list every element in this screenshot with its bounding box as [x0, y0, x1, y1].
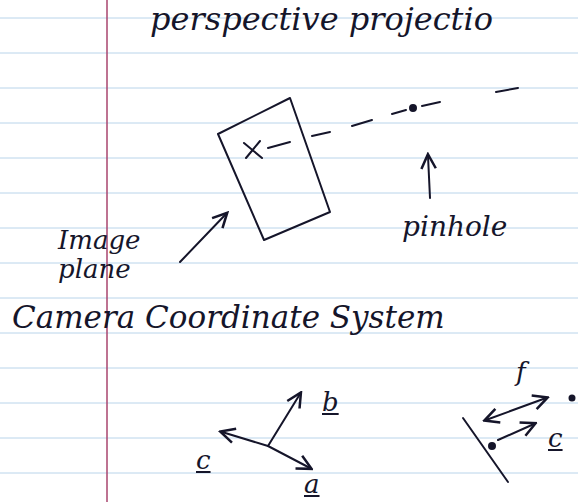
page-heading: perspective projectio — [150, 2, 493, 37]
axis-label: c — [548, 424, 563, 453]
pinhole-dot — [410, 105, 416, 111]
principal-point — [489, 443, 495, 449]
pinhole-dot — [570, 396, 575, 401]
axis-label: a — [304, 470, 320, 499]
focal-length-arrow — [486, 398, 546, 420]
image-point-mark — [244, 141, 262, 158]
dimension-label: f — [516, 358, 526, 387]
image-plane-pointer — [180, 214, 226, 262]
image-plane-shape — [218, 98, 330, 240]
side-image-plane — [463, 418, 508, 482]
note-label: pinhole — [402, 212, 507, 243]
axis-b — [268, 394, 300, 446]
axis-a — [268, 446, 310, 468]
axis-c — [498, 424, 534, 440]
pinhole-pointer — [428, 156, 430, 198]
projection-ray — [268, 88, 518, 148]
section-heading: Camera Coordinate System — [12, 300, 445, 334]
note-label: Image plane — [58, 226, 168, 283]
ruled-lines — [0, 18, 578, 473]
axis-c — [222, 432, 268, 446]
axis-label: c — [196, 446, 211, 475]
axis-label: b — [322, 388, 339, 417]
